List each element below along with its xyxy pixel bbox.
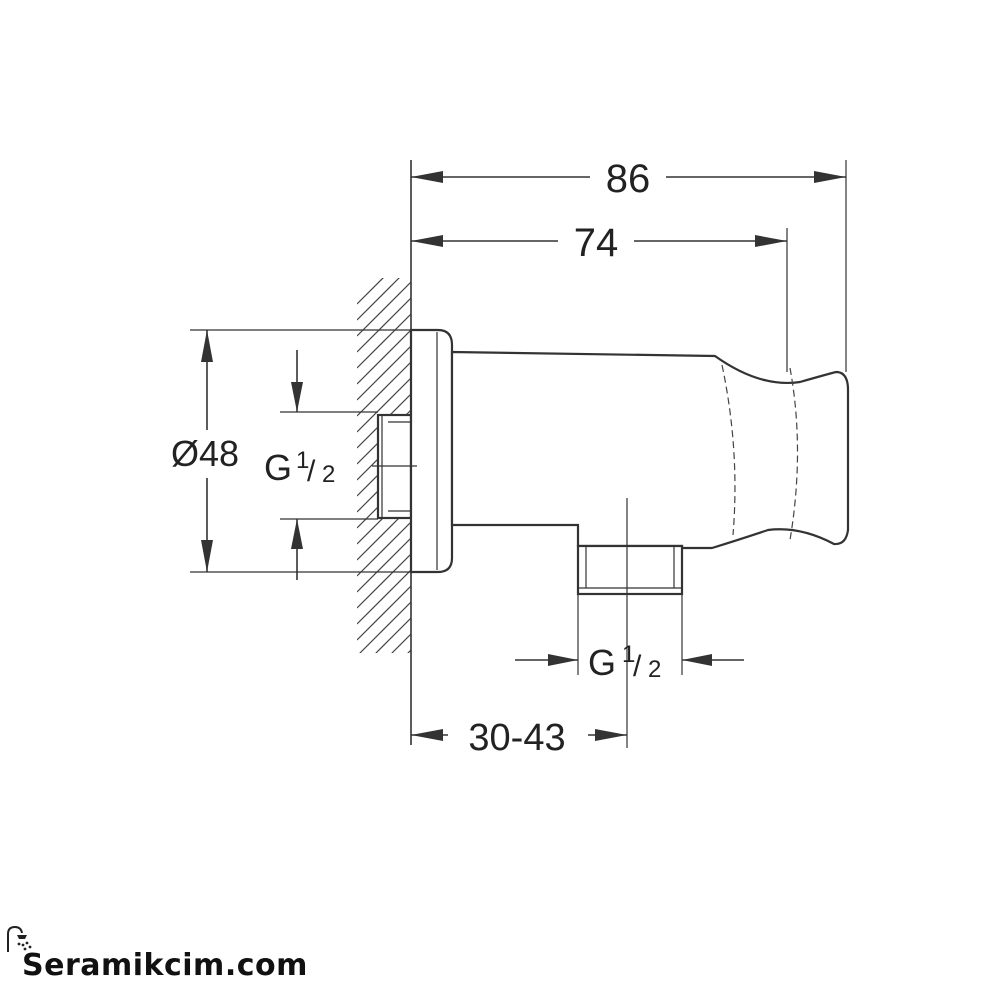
outlet-thread-slash: / [633, 650, 642, 683]
hatch-line [359, 601, 411, 653]
inlet-thread-denominator: 2 [322, 461, 335, 488]
shower-head-icon [7, 925, 32, 952]
hatch-line [375, 617, 411, 653]
dimension-86: 86 [411, 157, 846, 201]
hatch-line [357, 329, 411, 385]
hatch-line [357, 297, 411, 353]
hatch-line [357, 682, 411, 736]
hatch-line [357, 313, 411, 369]
hatch-line [357, 569, 411, 625]
dimension-86-label: 86 [606, 157, 651, 201]
hatch-line [357, 278, 400, 321]
dimension-inlet-thread: G 1 / 2 [264, 350, 335, 580]
hatch-line [357, 698, 411, 752]
hatch-line [357, 537, 411, 593]
hatch-line [357, 345, 411, 401]
dimension-outlet-thread: G 1 / 2 [515, 641, 744, 683]
inlet-thread-label: G [264, 447, 292, 488]
hatch-line [357, 521, 411, 577]
hatch-line [391, 633, 411, 653]
dimension-flange-diameter: Ø48 [171, 330, 239, 572]
hatch-line [357, 361, 411, 417]
outlet-thread-denominator: 2 [648, 656, 661, 683]
inlet-thread-numerator: 1 [296, 447, 309, 474]
flange-diameter-label: Ø48 [171, 433, 239, 474]
hatch-line [357, 585, 411, 641]
wall-flange [409, 328, 454, 574]
hatch-line [407, 649, 411, 653]
outlet-thread-numerator: 1 [622, 641, 635, 668]
hatch-line [357, 714, 411, 768]
outlet-thread-label: G [588, 642, 616, 683]
hatch-line [357, 553, 411, 609]
hatch-line [357, 377, 411, 433]
holder-body [450, 350, 850, 550]
outlet-offset-label: 30-43 [468, 717, 565, 759]
inlet-thread-slash: / [307, 455, 316, 488]
hatch-line [357, 278, 384, 305]
dimension-74-label: 74 [574, 221, 619, 265]
dimension-outlet-offset: 30-43 [411, 717, 627, 759]
hatch-line [357, 281, 411, 337]
dimension-74: 74 [411, 221, 787, 265]
outlet-nipple [576, 544, 684, 596]
watermark-text: Seramikcim.com [22, 948, 308, 983]
hatch-line [357, 666, 411, 720]
